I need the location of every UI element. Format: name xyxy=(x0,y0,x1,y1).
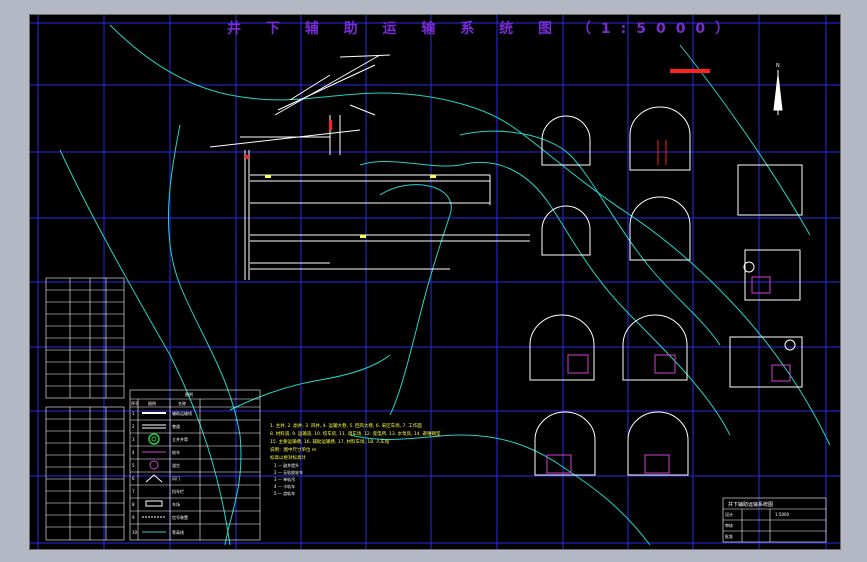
legend-row-num: 7 xyxy=(132,489,135,494)
legend-row-name: 信号装置 xyxy=(172,514,188,520)
legend-row-name: 立井井筒 xyxy=(172,436,188,442)
title-block-row: 审核 xyxy=(725,522,733,528)
cross-section-details xyxy=(546,140,796,474)
legend-row-name: 等高线 xyxy=(172,529,184,535)
note-line: 8. 材料道, 9. 运输道, 10. 绞车房, 11. 调车场, 12. 变电… xyxy=(270,430,441,437)
transport-network xyxy=(209,54,530,280)
legend-table xyxy=(129,389,261,541)
legend-row-num: 8 xyxy=(132,502,135,507)
legend-header: 图例 xyxy=(185,391,193,397)
note-line: 说明：图中尺寸单位 m xyxy=(270,446,316,453)
note-list-item: 2 — 无轨胶轮车 xyxy=(274,469,303,475)
transport-markers xyxy=(245,69,710,238)
drawing-sheet: 井 下 辅 助 运 输 系 统 图 （1:5000） xyxy=(29,14,841,550)
legend-row-name: 巷道 xyxy=(172,423,180,429)
title-block-scale: 1:5000 xyxy=(775,512,790,517)
legend-row-num: 9 xyxy=(132,515,135,520)
legend-row-name: 风门 xyxy=(172,475,180,481)
legend-symbols xyxy=(142,412,166,533)
drawing-title: 井 下 辅 助 运 输 系 统 图 （1:5000） xyxy=(227,20,739,37)
note-list-item: 4 — 卡轨车 xyxy=(274,483,295,489)
legend-row-num: 1 xyxy=(132,411,135,416)
note-list-item: 3 — 单轨吊 xyxy=(274,476,295,482)
legend-row-num: 6 xyxy=(132,476,135,481)
legend-row-num: 2 xyxy=(132,424,135,429)
note-list-item: 1 — 副井提升 xyxy=(274,462,299,468)
north-arrow-label: N xyxy=(776,63,780,69)
note-line: 标高以绝对标高计 xyxy=(270,454,306,461)
legend-col-name: 名称 xyxy=(178,400,186,406)
contour-lines xyxy=(59,24,831,546)
legend-row-name: 挡车栏 xyxy=(172,488,184,494)
title-block-title: 井下辅助运输系统图 xyxy=(728,501,773,508)
note-line: 1. 主井, 2. 副井, 3. 风井, 4. 运输大巷, 5. 回风大巷, 6… xyxy=(270,422,422,429)
legend-row-name: 绞车 xyxy=(172,449,180,455)
legend-row-name: 车场 xyxy=(172,501,180,507)
legend-row-num: 10 xyxy=(132,530,138,535)
legend-row-name: 辅助运输线 xyxy=(172,410,192,416)
cross-sections xyxy=(529,70,803,476)
title-block-row: 设计 xyxy=(725,511,733,517)
note-line: 15. 主要运输巷, 16. 辅助运输巷, 17. 材料车场, 18. 人车站 xyxy=(270,438,390,445)
legend-col-num: 序号 xyxy=(131,400,139,406)
legend-row-num: 3 xyxy=(132,437,135,442)
legend-row-num: 5 xyxy=(132,463,135,468)
title-block xyxy=(722,497,827,543)
cad-drawing: 井 下 辅 助 运 输 系 统 图 （1:5000） xyxy=(30,15,840,549)
note-list-item: 5 — 齿轨车 xyxy=(274,490,295,496)
legend-row-num: 4 xyxy=(132,450,135,455)
legend-col-symbol: 图例 xyxy=(148,400,156,406)
left-tables xyxy=(45,277,125,541)
legend-row-name: 道岔 xyxy=(172,462,180,468)
title-block-row: 批准 xyxy=(725,533,733,539)
